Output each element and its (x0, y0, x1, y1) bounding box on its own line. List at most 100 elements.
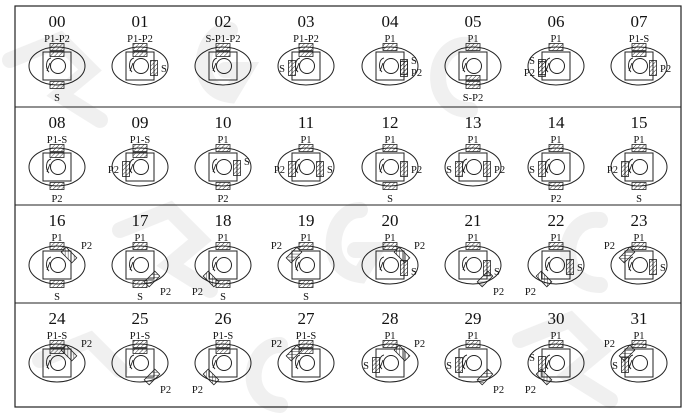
config-number: 18 (215, 211, 232, 230)
center-circle (466, 58, 482, 74)
hatched-block (215, 280, 231, 288)
hook-glyph (628, 57, 634, 73)
position-label: P1-S (47, 331, 68, 342)
hatched-block (202, 368, 220, 386)
hatched-block (476, 270, 494, 288)
position-label: P2 (493, 385, 504, 396)
position-label: P1 (633, 331, 644, 342)
config-number: 20 (382, 211, 399, 230)
position-label: P1 (384, 331, 395, 342)
hatched-block (548, 340, 564, 348)
position-label: P1-P2 (127, 34, 153, 45)
center-circle (50, 355, 66, 371)
position-label: P1-S (296, 331, 317, 342)
center-circle (549, 257, 565, 273)
hook-glyph (545, 256, 551, 272)
hatched-block (49, 340, 65, 348)
hatched-block (566, 259, 574, 275)
position-label: P2 (51, 194, 62, 205)
position-label: P1 (467, 233, 478, 244)
center-circle (299, 58, 315, 74)
hatched-block (215, 51, 231, 57)
center-circle (383, 58, 399, 74)
hatched-block (400, 161, 408, 177)
hatched-block (465, 81, 481, 89)
position-label: P1 (550, 233, 561, 244)
hatched-block (132, 43, 148, 51)
position-label: P2 (271, 241, 282, 252)
config-number: 00 (49, 12, 66, 31)
hatched-block (132, 144, 148, 152)
center-circle (133, 58, 149, 74)
position-label: S (529, 56, 535, 67)
hatched-block (49, 152, 65, 158)
center-circle (299, 355, 315, 371)
hatched-block (631, 182, 647, 190)
hatched-block (631, 43, 647, 51)
config-number: 22 (548, 211, 565, 230)
config-number: 28 (382, 309, 399, 328)
center-circle (383, 355, 399, 371)
hatched-block (132, 340, 148, 348)
position-label: S (494, 267, 500, 278)
hatched-block (621, 161, 629, 177)
config-number: 21 (465, 211, 482, 230)
position-label: P2 (81, 241, 92, 252)
position-label: P1 (134, 233, 145, 244)
hatched-block (49, 144, 65, 152)
hatched-block (49, 182, 65, 190)
square-frame (42, 250, 72, 280)
hook-glyph (129, 354, 135, 370)
hatched-block (649, 259, 657, 275)
position-label: S (446, 165, 452, 176)
position-label: S (612, 361, 618, 372)
position-label: P1-S (629, 34, 650, 45)
config-number: 30 (548, 309, 565, 328)
config-number: 07 (631, 12, 649, 31)
hatched-block (49, 81, 65, 89)
position-label: P1-S (213, 331, 234, 342)
position-label: P2 (525, 385, 536, 396)
position-label: S (54, 93, 60, 104)
position-label: S (137, 292, 143, 303)
hook-glyph (628, 256, 634, 272)
position-label: P2 (414, 241, 425, 252)
position-label: P1 (300, 135, 311, 146)
hatched-block (150, 60, 158, 76)
hatched-block (465, 340, 481, 348)
position-label: P1 (51, 233, 62, 244)
position-label: P2 (192, 385, 203, 396)
position-label: P1 (550, 135, 561, 146)
hook-glyph (46, 158, 52, 174)
position-label: P1 (467, 34, 478, 45)
hatched-block (382, 340, 398, 348)
hook-glyph (295, 256, 301, 272)
position-label: P1 (384, 34, 395, 45)
center-circle (549, 355, 565, 371)
hook-glyph (379, 256, 385, 272)
position-label: P2 (604, 241, 615, 252)
center-circle (383, 159, 399, 175)
hatched-block (535, 368, 553, 386)
position-label: P2 (160, 385, 171, 396)
hatched-block (288, 161, 296, 177)
config-number: 01 (132, 12, 149, 31)
config-number: 08 (49, 113, 66, 132)
hatched-block (631, 144, 647, 152)
position-label: P2 (411, 165, 422, 176)
hatched-block (215, 43, 231, 51)
position-label: S (54, 292, 60, 303)
position-label: P2 (274, 165, 285, 176)
